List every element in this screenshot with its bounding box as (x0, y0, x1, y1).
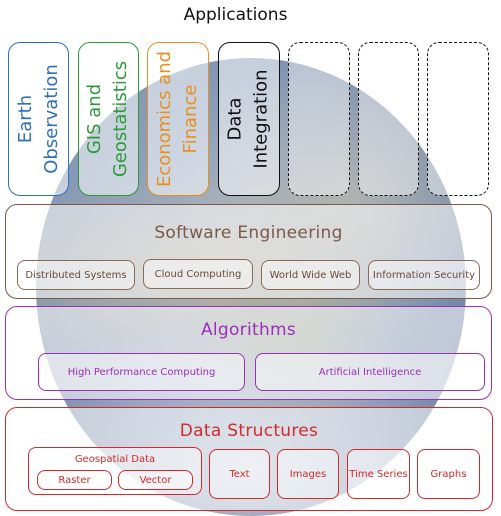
software-engineering-title: Software Engineering (154, 223, 343, 243)
artificial-intelligence-box: Artificial Intelligence (255, 353, 485, 391)
geospatial-data-group: Geospatial Data (28, 447, 202, 495)
raster-box: Raster (37, 470, 112, 490)
economics-finance-box: Economics and Finance (147, 42, 209, 196)
placeholder-box-2 (358, 42, 419, 196)
cloud-computing-box: Cloud Computing (143, 259, 253, 289)
data-structures-layer: Data Structures Geospatial Data Raster V… (5, 407, 493, 511)
information-security-box: Information Security (368, 260, 480, 290)
gis-geostatistics-line2: Geostatistics (110, 60, 132, 178)
economics-finance-line2: Finance (180, 84, 202, 154)
earth-observation-box: Earth Observation (8, 42, 69, 196)
placeholder-box-1 (288, 42, 350, 196)
data-integration-line2: Integration (251, 69, 272, 169)
applications-title: Applications (183, 5, 288, 25)
data-structures-title: Data Structures (179, 421, 319, 441)
gis-geostatistics-box: GIS and Geostatistics (78, 42, 139, 196)
graphs-box: Graphs (417, 449, 480, 499)
economics-finance-line1: Economics and (154, 50, 176, 188)
distributed-systems-box: Distributed Systems (17, 260, 135, 290)
geospatial-data-label: Geospatial Data (74, 454, 156, 465)
earth-observation-line2: Observation (40, 64, 62, 174)
gis-geostatistics-line1: GIS and (84, 83, 106, 155)
high-performance-computing-box: High Performance Computing (38, 353, 245, 391)
time-series-box: Time Series (347, 449, 410, 499)
data-integration-line1: Data (225, 97, 246, 141)
software-engineering-layer: Software Engineering Distributed Systems… (5, 204, 492, 299)
text-box: Text (209, 449, 270, 499)
earth-observation-line1: Earth (14, 94, 36, 144)
images-box: Images (277, 449, 339, 499)
algorithms-layer: Algorithms High Performance Computing Ar… (5, 306, 492, 400)
world-wide-web-box: World Wide Web (261, 260, 360, 290)
algorithms-title: Algorithms (200, 320, 297, 340)
vector-box: Vector (118, 470, 193, 490)
data-integration-box: Data Integration (218, 42, 280, 196)
placeholder-box-3 (427, 42, 489, 196)
